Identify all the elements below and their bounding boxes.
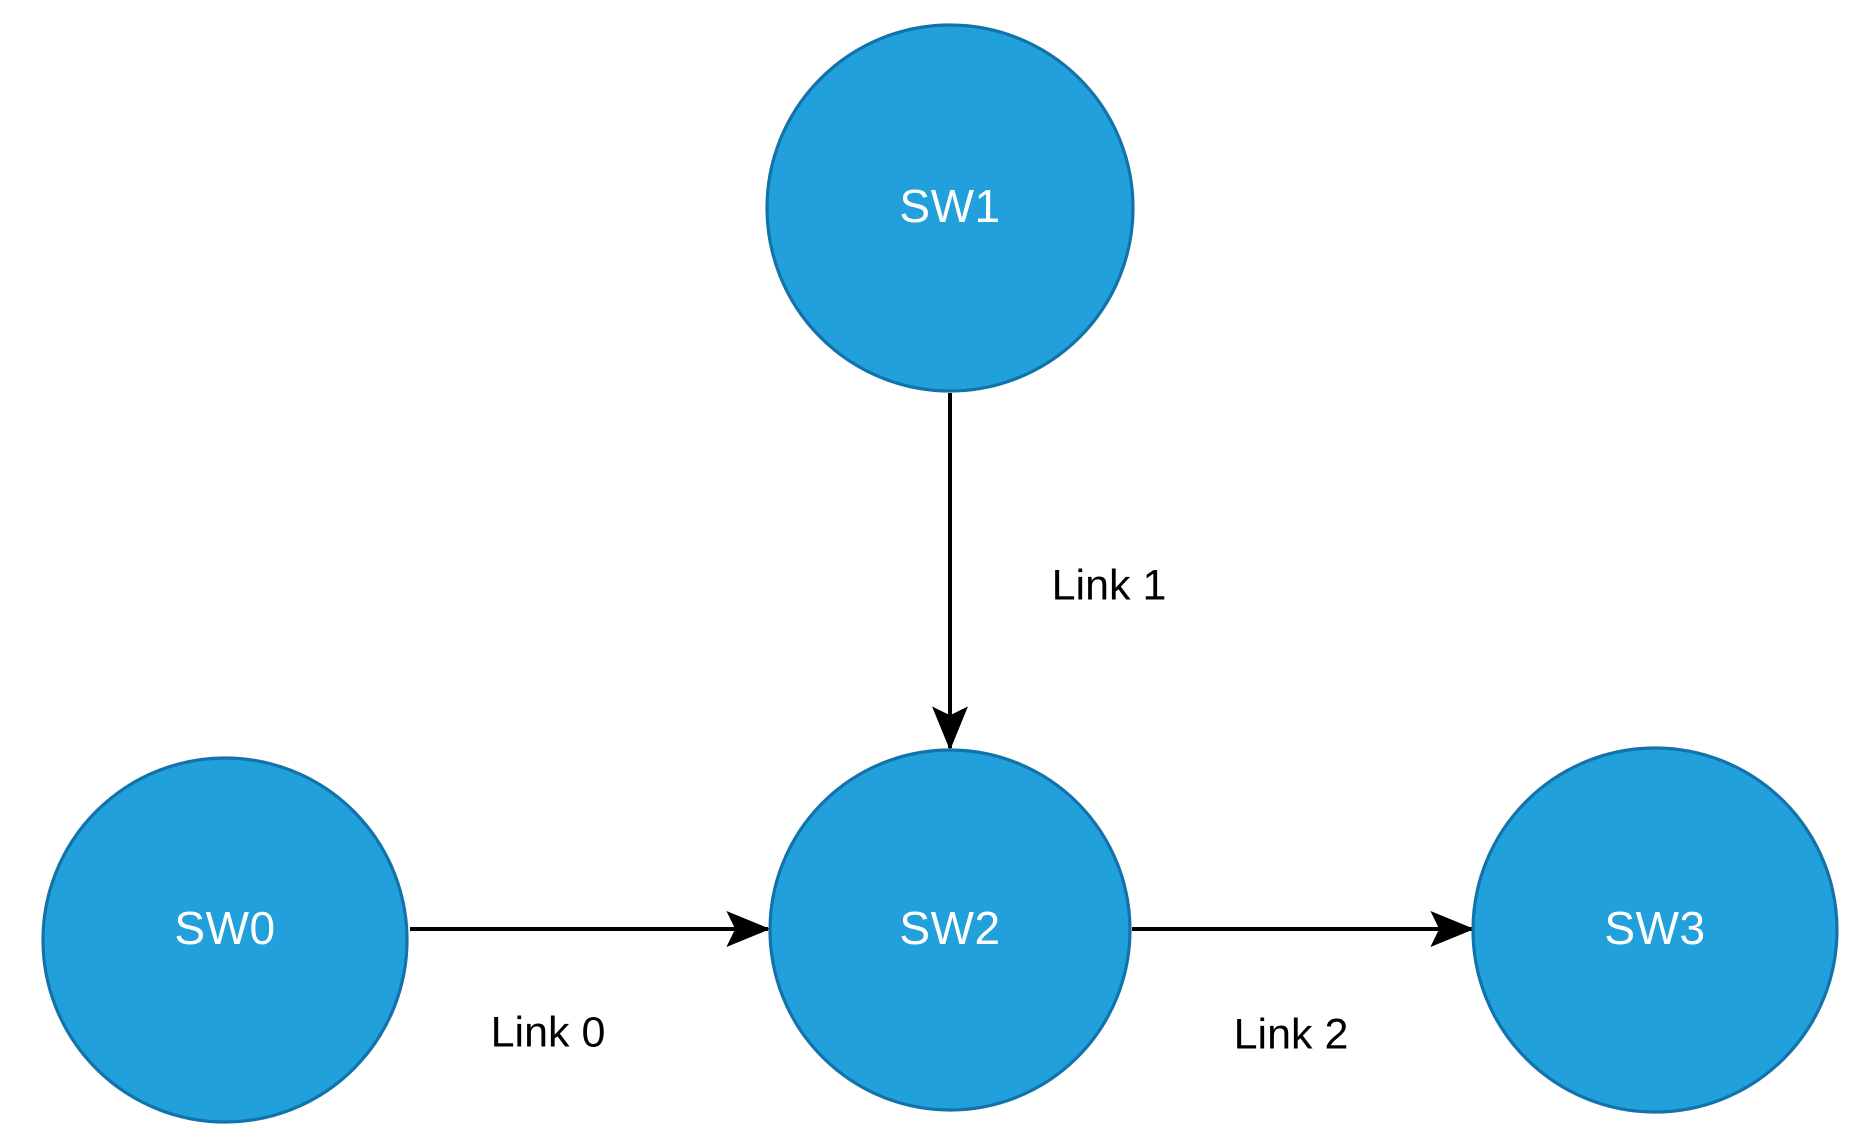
edge-link0[interactable]: Link 0 xyxy=(410,911,771,1056)
edge-link0-label: Link 0 xyxy=(491,1008,606,1056)
node-sw2-circle xyxy=(768,748,1132,1112)
node-sw3-label: SW3 xyxy=(1604,902,1705,954)
node-sw3-circle xyxy=(1471,746,1839,1114)
edge-link1-label: Link 1 xyxy=(1052,561,1167,609)
node-sw2-label: SW2 xyxy=(899,902,1000,954)
node-sw0-circle xyxy=(41,756,409,1124)
node-sw2[interactable]: SW2 xyxy=(768,748,1132,1112)
node-sw3[interactable]: SW3 xyxy=(1471,746,1839,1114)
node-sw1[interactable]: SW1 xyxy=(765,23,1135,393)
edges-layer: Link 0 Link 1 Link 2 xyxy=(410,393,1475,1058)
node-sw0-label: SW0 xyxy=(174,902,275,954)
nodes-layer: SW1 SW0 SW2 SW3 xyxy=(41,23,1839,1124)
node-sw1-circle xyxy=(765,23,1135,393)
edge-link1[interactable]: Link 1 xyxy=(932,393,1167,751)
node-sw1-label: SW1 xyxy=(899,180,1000,232)
edge-link2-label: Link 2 xyxy=(1234,1010,1349,1058)
edge-link2[interactable]: Link 2 xyxy=(1132,911,1475,1058)
node-sw0[interactable]: SW0 xyxy=(41,756,409,1124)
